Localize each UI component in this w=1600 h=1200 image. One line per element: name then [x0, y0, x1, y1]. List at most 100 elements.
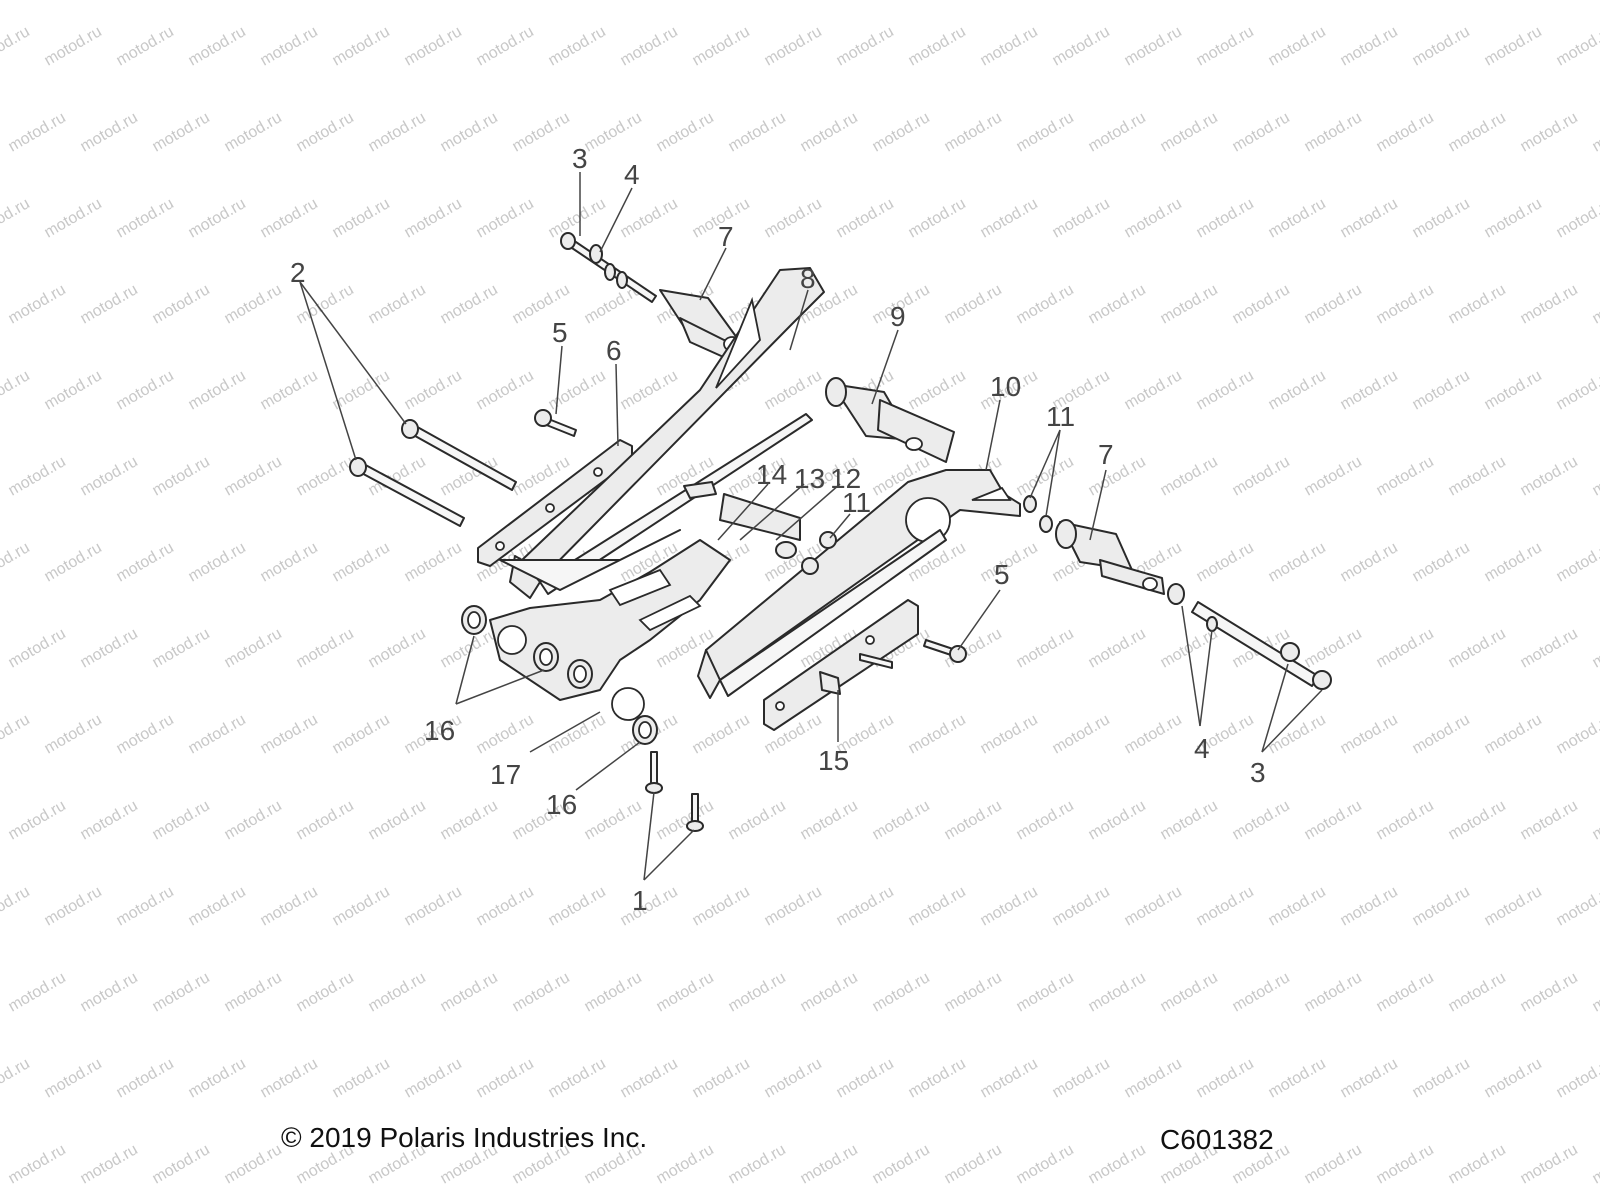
part-2-long-bolts: [349, 419, 517, 527]
watermark-text: motod.ru: [726, 969, 789, 1015]
watermark-text: motod.ru: [1554, 539, 1600, 585]
watermark-text: motod.ru: [582, 797, 645, 843]
watermark-text: motod.ru: [762, 883, 825, 929]
watermark-text: motod.ru: [870, 969, 933, 1015]
watermark-text: motod.ru: [402, 1055, 465, 1101]
watermark-text: motod.ru: [330, 1055, 393, 1101]
watermark-text: motod.ru: [222, 969, 285, 1015]
watermark-text: motod.ru: [1086, 625, 1149, 671]
watermark-text: motod.ru: [546, 195, 609, 241]
watermark-text: motod.ru: [150, 453, 213, 499]
watermark-text: motod.ru: [1194, 539, 1257, 585]
watermark-text: motod.ru: [978, 1055, 1041, 1101]
watermark-text: motod.ru: [870, 797, 933, 843]
watermark-text: motod.ru: [474, 711, 537, 757]
part-3-4-right-bolt: [1167, 583, 1332, 690]
watermark-text: motod.ru: [366, 281, 429, 327]
watermark-text: motod.ru: [114, 1055, 177, 1101]
watermark-text: motod.ru: [1194, 195, 1257, 241]
watermark-text: motod.ru: [1410, 539, 1473, 585]
watermark-text: motod.ru: [0, 711, 33, 757]
watermark-text: motod.ru: [978, 195, 1041, 241]
watermark-text: motod.ru: [438, 109, 501, 155]
watermark-text: motod.ru: [42, 195, 105, 241]
part-15-right-plate: [763, 599, 919, 731]
watermark-text: motod.ru: [6, 969, 69, 1015]
watermark-text: motod.ru: [1410, 711, 1473, 757]
watermark-text: motod.ru: [1266, 367, 1329, 413]
callout-4-upper: 4: [624, 159, 640, 190]
watermark-text: motod.ru: [654, 797, 717, 843]
watermark-text: motod.ru: [1374, 969, 1437, 1015]
watermark-text: motod.ru: [1554, 711, 1600, 757]
watermark-text: motod.ru: [1014, 1141, 1077, 1187]
watermark-text: motod.ru: [1554, 367, 1600, 413]
watermark-text: motod.ru: [222, 109, 285, 155]
watermark-text: motod.ru: [1338, 23, 1401, 69]
watermark-text: motod.ru: [726, 797, 789, 843]
watermark-text: motod.ru: [942, 109, 1005, 155]
callout-9: 9: [890, 301, 906, 332]
watermark-text: motod.ru: [294, 109, 357, 155]
watermark-text: motod.ru: [510, 109, 573, 155]
watermark-text: motod.ru: [906, 23, 969, 69]
watermark-text: motod.ru: [690, 883, 753, 929]
watermark-text: motod.ru: [1158, 281, 1221, 327]
watermark-text: motod.ru: [762, 195, 825, 241]
watermark-text: motod.ru: [834, 883, 897, 929]
watermark-text: motod.ru: [402, 367, 465, 413]
watermark-text: motod.ru: [762, 1055, 825, 1101]
part-11-14-bushings: [683, 481, 1053, 575]
watermark-text: motod.ru: [1446, 281, 1509, 327]
watermark-text: motod.ru: [438, 797, 501, 843]
watermark-text: motod.ru: [150, 625, 213, 671]
watermark-text: motod.ru: [1194, 23, 1257, 69]
callout-17: 17: [490, 759, 521, 790]
watermark-text: motod.ru: [1302, 797, 1365, 843]
watermark-text: motod.ru: [1086, 453, 1149, 499]
watermark-text: motod.ru: [1446, 1141, 1509, 1187]
watermark-text: motod.ru: [1482, 711, 1545, 757]
watermark-text: motod.ru: [726, 1141, 789, 1187]
watermark-text: motod.ru: [114, 711, 177, 757]
watermark-text: motod.ru: [1158, 969, 1221, 1015]
watermark-text: motod.ru: [1482, 883, 1545, 929]
watermark-text: motod.ru: [834, 195, 897, 241]
leader-lines: [299, 172, 1323, 881]
watermark-text: motod.ru: [330, 539, 393, 585]
watermark-text: motod.ru: [0, 23, 33, 69]
watermark-text: motod.ru: [42, 1055, 105, 1101]
watermark-text: motod.ru: [618, 195, 681, 241]
watermark-text: motod.ru: [78, 969, 141, 1015]
watermark-text: motod.ru: [618, 367, 681, 413]
watermark-text: motod.ru: [474, 367, 537, 413]
watermark-text: motod.ru: [1410, 23, 1473, 69]
watermark-text: motod.ru: [978, 711, 1041, 757]
callout-10: 10: [990, 371, 1021, 402]
watermark-text: motod.ru: [798, 969, 861, 1015]
watermark-text: motod.ru: [1374, 453, 1437, 499]
watermark-text: motod.ru: [1446, 969, 1509, 1015]
watermark-text: motod.ru: [1266, 195, 1329, 241]
watermark-text: motod.ru: [1590, 625, 1600, 671]
watermark-text: motod.ru: [78, 625, 141, 671]
watermark-text: motod.ru: [42, 711, 105, 757]
watermark-text: motod.ru: [150, 281, 213, 327]
watermark-text: motod.ru: [906, 711, 969, 757]
watermark-text: motod.ru: [1554, 23, 1600, 69]
watermark-text: motod.ru: [654, 109, 717, 155]
watermark-text: motod.ru: [1086, 109, 1149, 155]
watermark-text: motod.ru: [1302, 281, 1365, 327]
watermark-text: motod.ru: [1122, 711, 1185, 757]
callout-5-upper: 5: [552, 317, 568, 348]
watermark-text: motod.ru: [114, 367, 177, 413]
watermark-text: motod.ru: [402, 23, 465, 69]
watermark-text: motod.ru: [1014, 797, 1077, 843]
watermark-text: motod.ru: [150, 797, 213, 843]
watermark-text: motod.ru: [1482, 23, 1545, 69]
callout-3-upper: 3: [572, 143, 588, 174]
watermark-text: motod.ru: [546, 23, 609, 69]
watermark-text: motod.ru: [78, 797, 141, 843]
callout-2: 2: [290, 257, 306, 288]
watermark-text: motod.ru: [1338, 711, 1401, 757]
